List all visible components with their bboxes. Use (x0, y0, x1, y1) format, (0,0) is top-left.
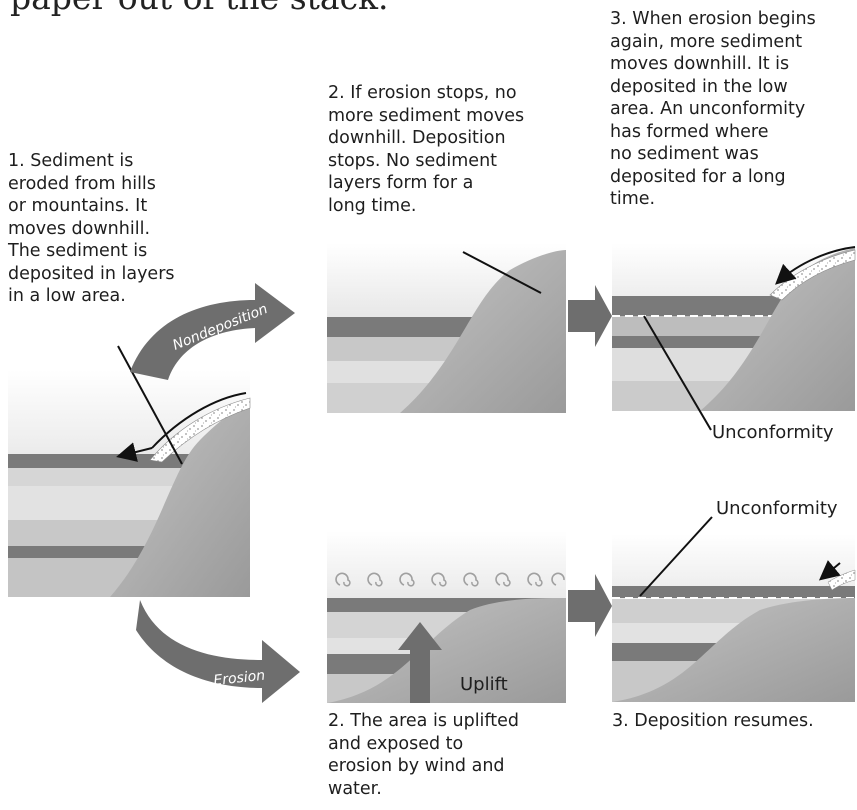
sediment-flow-arrow-3 (775, 246, 856, 285)
caption-line: 2. If erosion stops, no (328, 83, 517, 103)
caption-step-3-bottom: 3. Deposition resumes. (612, 710, 814, 733)
caption-line: more sediment moves (328, 105, 525, 126)
caption-line: long time. (328, 195, 417, 216)
uplift-arrow (398, 622, 442, 703)
wind-swirls (335, 572, 565, 587)
heading-fragment: paper out of the stack. (10, 0, 389, 18)
caption-step-3-top: 3. When erosion begins again, more sedim… (610, 8, 816, 211)
caption-line: moves downhill. (8, 218, 151, 239)
arrow-to-panel-3-top (568, 285, 612, 347)
caption-line: time. (610, 189, 656, 209)
caption-line: stops. No sediment (328, 150, 498, 171)
caption-line: erosion by wind and (328, 756, 505, 776)
caption-line: and exposed to (328, 733, 464, 754)
caption-line: has formed where (610, 121, 769, 142)
erosion-arrow: Erosion (136, 600, 300, 703)
unconformity-pointer-top (643, 315, 712, 431)
caption-step-2-top: 2. If erosion stops, no more sediment mo… (328, 82, 524, 217)
callout-line-2 (462, 251, 542, 294)
caption-line: moves downhill. It is (610, 54, 790, 74)
caption-step-1: 1. Sediment is eroded from hills or moun… (8, 150, 175, 308)
panel-2-nondeposition (327, 243, 566, 413)
caption-line: again, more sediment (610, 31, 803, 52)
panel-3-deposition-resumes (612, 516, 856, 702)
caption-line: in a low area. (8, 286, 126, 306)
panel-1-initial (8, 345, 251, 597)
callout-line-1 (117, 345, 183, 465)
uplift-label: Uplift (460, 674, 508, 695)
erosion-label: Erosion (213, 668, 266, 689)
caption-line: deposited in the low (610, 76, 788, 97)
caption-line: The sediment is (8, 241, 148, 261)
caption-line: area. An unconformity (610, 99, 806, 119)
caption-line: 3. When erosion begins (610, 9, 816, 29)
caption-line: 2. The area is uplifted (328, 711, 520, 731)
caption-line: deposited in layers (8, 263, 175, 284)
caption-line: no sediment was (610, 144, 759, 164)
caption-line: layers form for a (328, 173, 474, 193)
caption-line: water. (328, 778, 382, 799)
unconformity-label-bottom: Unconformity (716, 498, 838, 519)
unconformity-pointer-bottom (639, 516, 713, 597)
caption-line: 3. Deposition resumes. (612, 711, 814, 731)
small-arrow (818, 560, 841, 581)
panel-3-resume (612, 243, 856, 431)
unconformity-label-top: Unconformity (712, 422, 834, 443)
caption-line: 1. Sediment is (8, 151, 134, 171)
panel-2-erosion: Uplift (327, 531, 566, 703)
arrow-to-panel-3-bottom (568, 574, 612, 637)
caption-line: deposited for a long (610, 166, 786, 187)
caption-step-2-bottom: 2. The area is uplifted and exposed to e… (328, 710, 519, 800)
caption-line: eroded from hills (8, 173, 156, 194)
sediment-flow-arrow (151, 392, 247, 449)
caption-line: downhill. Deposition (328, 128, 506, 148)
caption-line: or mountains. It (8, 196, 148, 216)
